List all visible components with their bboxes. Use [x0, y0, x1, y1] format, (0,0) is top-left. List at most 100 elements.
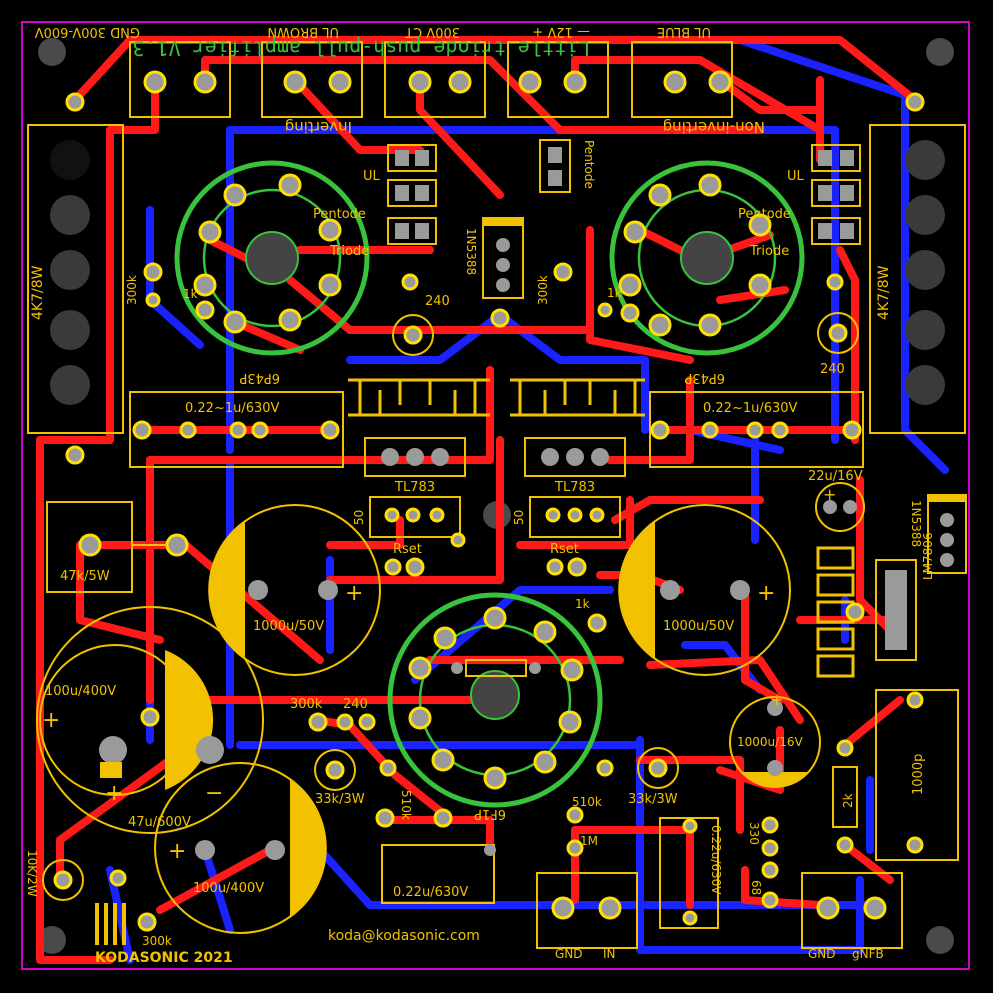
rset-left-label: Rset [393, 542, 422, 557]
resistor-300k-bottom: 300k [137, 912, 172, 948]
cap-100u-400v-b: + 100u/400V [154, 762, 327, 934]
tube-right-label: 6P43P [684, 370, 725, 385]
cap-coupling-right: 0.22~1u/630V [649, 391, 864, 468]
email-label-group: koda@kodasonic.com [328, 928, 480, 944]
top-connectors: GND 300V-600V UL BROWN 300V CT — 12V + U… [35, 24, 733, 118]
cap-022-b-label: 0.22u/630V [709, 825, 723, 895]
connector-ul-blue [631, 41, 733, 118]
plus-sign-100u-b: + [168, 839, 186, 864]
resistor-10k: 10K/2W [25, 850, 127, 901]
r1m-label: 1M [580, 834, 598, 848]
non-inverting-label: Non-inverting [663, 118, 765, 136]
load-resistor-left: 4K7/8W [27, 92, 124, 465]
connector-label-ul-brown: UL BROWN [267, 24, 339, 39]
ul-left-label: UL [363, 169, 381, 184]
regulator-left: TL783 50 Rset [348, 378, 490, 577]
in-gnd-label: GND [555, 947, 583, 961]
plus-sign-22u: + [823, 485, 836, 504]
board-title: Little triode push-pull amplifier V1.3 [132, 36, 590, 60]
load-left-label: 4K7/8W [30, 265, 46, 320]
resistor-68: 68 [749, 861, 779, 909]
cap-1000p: 1000p [875, 689, 959, 861]
r1k-right-label: 1k [607, 286, 622, 300]
cap-coupling-right-label: 0.22~1u/630V [703, 401, 798, 416]
cap-1000u-50v-right-label: 1000u/50V [663, 619, 734, 634]
mid-right-resistors: 33k/3W 510k 1M [566, 747, 679, 857]
kodasonic-credit: KODASONIC 2021 [95, 950, 233, 966]
rset-right-label: Rset [550, 542, 579, 557]
cap-1000u-50v-left: + 1000u/50V [208, 504, 381, 676]
jumpers-left: UL Pentode Triode [313, 144, 437, 259]
cap-22u: + 22u/16V [808, 469, 865, 532]
lm7806-label: LM7806 [921, 532, 935, 580]
diode-left: 1N5388 [464, 217, 524, 299]
pentode-jumper-label: Pentode [582, 140, 596, 189]
email-label: koda@kodasonic.com [328, 928, 480, 944]
r50-left-label: 50 [352, 510, 366, 525]
r300k-left-label: 300k [125, 275, 139, 305]
jumpers-right: UL Pentode Triode [738, 144, 861, 259]
kodasonic-logo: KODASONIC 2021 [95, 903, 233, 966]
cap-1000u-16v-label: 1000u/16V [737, 735, 803, 749]
gnfb-label: gNFB [852, 947, 884, 961]
resistor-47k: 47k/5W [46, 501, 189, 593]
cap-coupling-left: 0.22~1u/630V [129, 391, 344, 468]
r300k-bottom-label: 300k [142, 934, 172, 948]
r1k-center-label: 1k [575, 597, 590, 611]
cap-022-630-b: 0.22u/630V [659, 817, 723, 929]
r240-mid-label: 240 [343, 697, 368, 712]
pentode-left-label: Pentode [313, 207, 366, 222]
tube-driver: 6F1P 1k [387, 592, 607, 821]
reg-left-label: TL783 [394, 480, 435, 495]
resistor-2k: 2k [832, 739, 858, 854]
plus-sign-left-1000u: + [345, 581, 363, 606]
r68-label: 68 [749, 880, 763, 895]
cap-1000p-label: 1000p [911, 754, 926, 795]
diode-right: 1N5388 [909, 494, 967, 574]
connector-300v-ct [384, 41, 486, 118]
r240-right-label: 240 [820, 362, 845, 377]
r510k-a-label: 510k [399, 790, 413, 820]
r10k-label: 10K/2W [25, 850, 39, 897]
reg-right-label: TL783 [554, 480, 595, 495]
tube-right: Non-inverting 6P43P [609, 118, 805, 385]
cap-1000u-16v: + 1000u/16V [729, 690, 821, 788]
inverting-label: Inverting [285, 118, 352, 136]
cap-1000u-50v-right: + 1000u/50V [618, 504, 791, 676]
cap-022-630-a: 0.22u/630V [381, 844, 496, 904]
minus-sign-47u: − [205, 781, 223, 806]
r47k-label: 47k/5W [60, 569, 110, 584]
mid-resistors: 300k 240 33k/3W 510k [290, 697, 453, 828]
nfb-gnd-label: GND [808, 947, 836, 961]
r240-left-label: 240 [425, 294, 450, 309]
tube-left-label: 6P43P [239, 370, 280, 385]
tube-driver-label: 6F1P [474, 806, 506, 821]
connector-hv [129, 41, 231, 118]
ul-right-label: UL [787, 169, 805, 184]
diode-right-label: 1N5388 [909, 500, 923, 547]
regulator-right: TL783 50 Rset [510, 378, 645, 577]
r1k-left-label: 1k [183, 287, 198, 301]
r50-right-label: 50 [512, 510, 526, 525]
resistors-top-center: 300k 1k 240 [490, 262, 859, 377]
connector-label-12v: — 12V + [532, 24, 590, 39]
plus-sign-right-1000u: + [757, 581, 775, 606]
connector-label-300v-ct: 300V CT [405, 24, 460, 39]
cap-022-a-label: 0.22u/630V [393, 885, 468, 900]
triode-left-label: Triode [329, 244, 369, 259]
connector-nfb: GND gNFB [801, 872, 903, 961]
load-right-label: 4K7/8W [876, 265, 892, 320]
resistor-330: 330 [747, 816, 779, 857]
cap-coupling-left-label: 0.22~1u/630V [185, 401, 280, 416]
pentode-right-label: Pentode [738, 207, 791, 222]
diode-left-label: 1N5388 [464, 228, 478, 275]
r33k-left-label: 33k/3W [315, 792, 365, 807]
connector-ul-brown [261, 41, 363, 118]
tube-left: Inverting 6P43P [174, 118, 370, 385]
plus-sign-47u: + [105, 781, 123, 806]
r510k-b-label: 510k [572, 795, 602, 809]
jumper-pentode-center: Pentode [539, 139, 596, 193]
cap-100u-400v-a-label: 100u/400V [45, 684, 116, 699]
connector-12v [507, 41, 609, 118]
